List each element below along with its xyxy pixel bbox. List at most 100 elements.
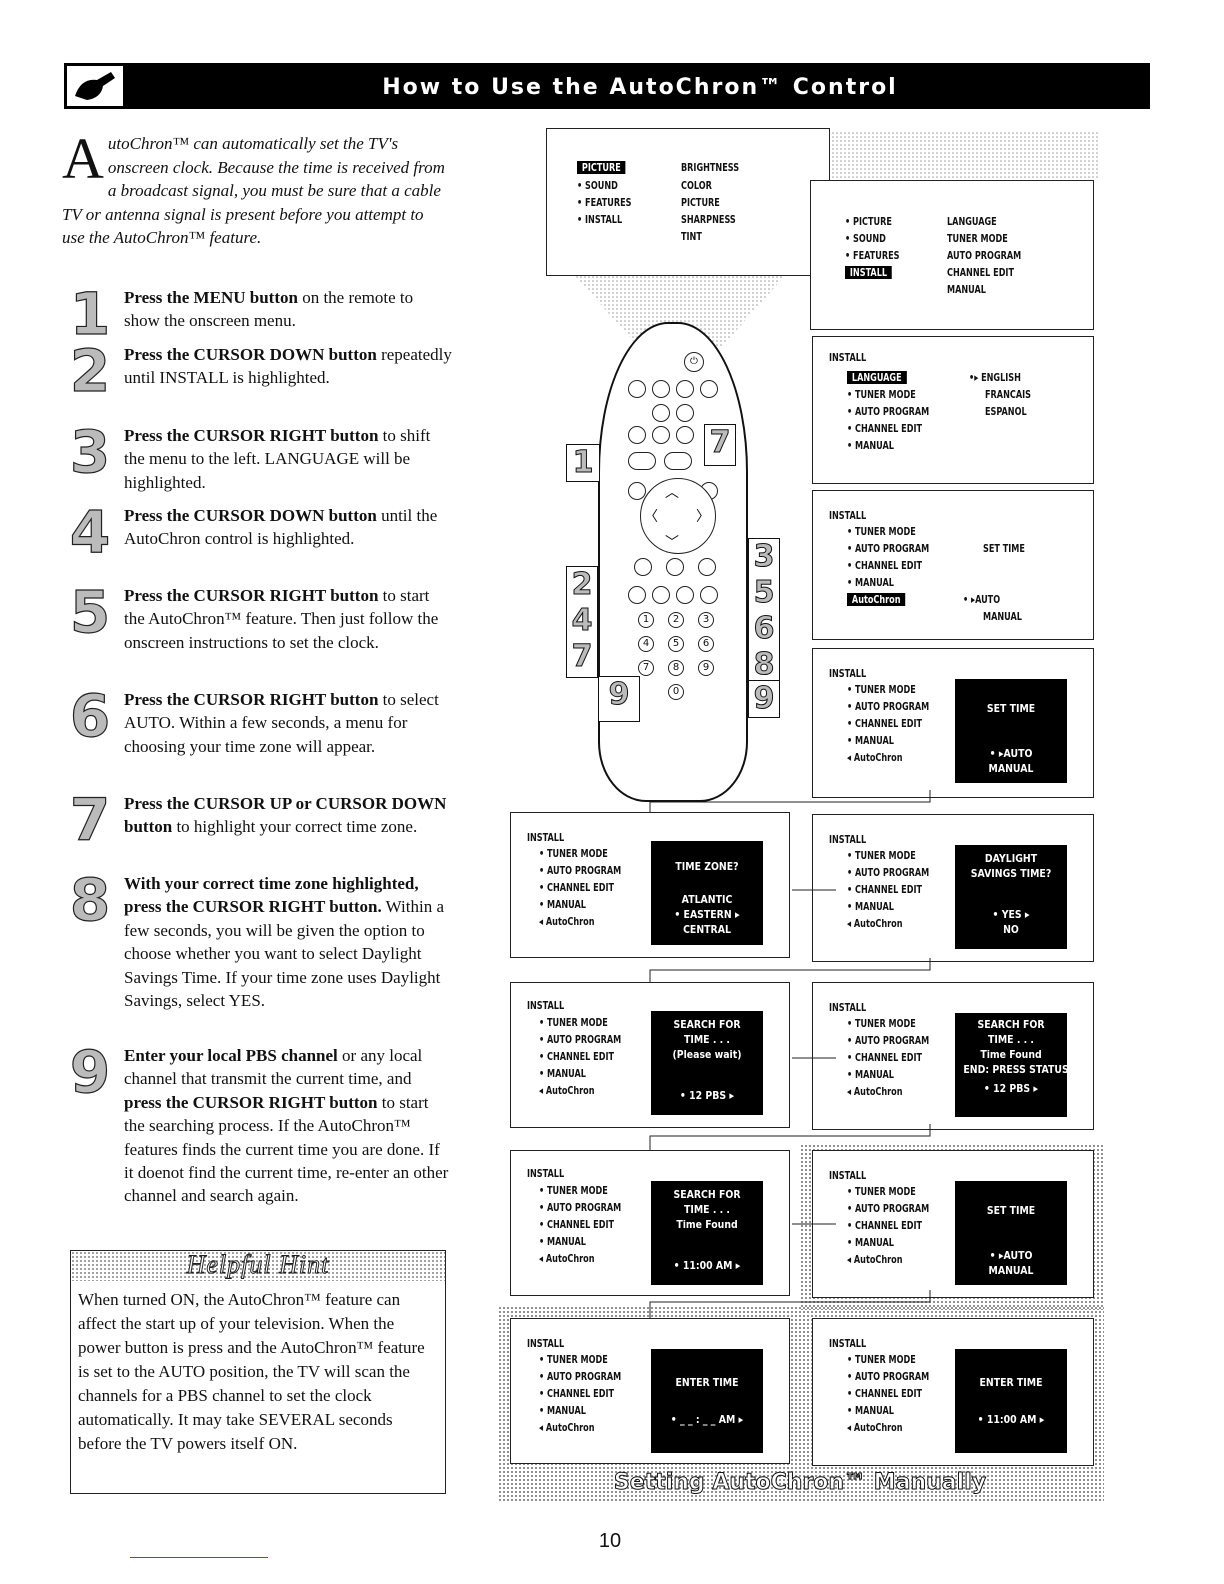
menu-item: MANUAL <box>855 1236 894 1249</box>
search-screen-2: INSTALL • TUNER MODE • AUTO PROGRAM • CH… <box>812 982 1094 1130</box>
panel-title: SET TIME <box>986 1204 1036 1217</box>
screen-title: INSTALL <box>527 1337 565 1350</box>
mute-button[interactable] <box>666 558 684 576</box>
menu-item: TUNER MODE <box>855 1353 916 1366</box>
callout-number: 1 <box>566 444 600 482</box>
remote-button[interactable] <box>676 426 694 444</box>
panel-line: TIME . . . <box>988 1033 1034 1046</box>
stop-button[interactable] <box>676 380 694 398</box>
menu-item: AutoChron <box>545 1084 595 1097</box>
step-text: on the remote to show the onscreen menu. <box>124 288 414 331</box>
time-zone-option: CENTRAL <box>683 923 731 936</box>
remote-button[interactable] <box>676 586 694 604</box>
pause-button[interactable] <box>676 404 694 422</box>
step-3: 3 Press the CURSOR RIGHT button to shift… <box>62 417 452 494</box>
menu-item: AUTO PROGRAM <box>547 1033 622 1046</box>
digit-1-button[interactable]: 1 <box>638 612 654 628</box>
power-button[interactable]: ⏻ <box>684 352 704 372</box>
rewind-button[interactable] <box>652 380 670 398</box>
menu-item: CHANNEL EDIT <box>855 422 923 435</box>
step-number: 7 <box>69 785 111 854</box>
remote-button[interactable] <box>700 586 718 604</box>
step-4: 4 Press the CURSOR DOWN button until the… <box>62 497 452 566</box>
remote-button[interactable] <box>698 558 716 576</box>
digit-3-button[interactable]: 3 <box>698 612 714 628</box>
digit-0-button[interactable]: 0 <box>668 684 684 700</box>
panel-line: SEARCH FOR <box>673 1018 741 1031</box>
digit-9-button[interactable]: 9 <box>698 660 714 676</box>
step-bold: Press the CURSOR DOWN button <box>124 345 377 364</box>
menu-item: AutoChron <box>545 1252 595 1265</box>
callout-stack: 2 4 7 <box>566 566 598 678</box>
menu-item: TUNER MODE <box>547 1016 608 1029</box>
channel-value: 12 PBS <box>689 1089 727 1102</box>
panel-title: ENTER TIME <box>979 1376 1043 1389</box>
panel-title: DAYLIGHT <box>984 852 1038 865</box>
submenu-item: CHANNEL EDIT <box>947 266 1014 279</box>
menu-item: AUTO PROGRAM <box>547 1370 622 1383</box>
screen-title: INSTALL <box>829 509 867 522</box>
manual-option: MANUAL <box>988 762 1034 775</box>
enter-time-screen-2: INSTALL • TUNER MODE • AUTO PROGRAM • CH… <box>812 1318 1094 1466</box>
digit-7-button[interactable]: 7 <box>638 660 654 676</box>
step-text: to shift the menu to the left. LANGUAGE … <box>124 426 431 492</box>
menu-item: TUNER MODE <box>855 1017 916 1030</box>
menu-item: MANUAL <box>547 898 586 911</box>
remote-button[interactable] <box>628 452 656 470</box>
play-button[interactable] <box>700 380 718 398</box>
menu-item: MANUAL <box>855 1068 894 1081</box>
callout-number: 7 <box>571 639 593 675</box>
screen-title: INSTALL <box>829 351 867 364</box>
remote-button[interactable] <box>628 380 646 398</box>
menu-item: CHANNEL EDIT <box>855 717 923 730</box>
callout-number: 8 <box>753 647 775 683</box>
drop-cap: A <box>62 126 104 191</box>
hint-text: When turned ON, the AutoChron™ feature c… <box>78 1290 425 1453</box>
remote-button[interactable] <box>664 452 692 470</box>
auto-option: AUTO <box>975 593 1001 606</box>
time-zone-option: ATLANTIC <box>681 893 733 906</box>
menu-item: FEATURES <box>853 249 900 262</box>
submenu-item: TUNER MODE <box>947 232 1008 245</box>
ff-button[interactable] <box>652 404 670 422</box>
digit-6-button[interactable]: 6 <box>698 636 714 652</box>
remote-button[interactable] <box>628 426 646 444</box>
page-title: How to Use the AutoChron™ Control <box>382 75 898 100</box>
callout-number: 6 <box>753 611 775 647</box>
step-text: Within a few seconds, you will be given … <box>124 897 445 1011</box>
remote-button[interactable] <box>652 586 670 604</box>
step-8: 8 With your correct time zone highlighte… <box>62 865 452 1012</box>
menu-item: CHANNEL EDIT <box>855 1387 923 1400</box>
search-panel: SEARCH FOR TIME . . . (Please wait) • 12… <box>651 1011 763 1115</box>
menu-item: CHANNEL EDIT <box>855 559 923 572</box>
step-7: 7 Press the CURSOR UP or CURSOR DOWN but… <box>62 785 452 854</box>
cursor-pad[interactable] <box>640 478 716 554</box>
no-option: NO <box>1003 923 1019 936</box>
search-screen-3: INSTALL • TUNER MODE • AUTO PROGRAM • CH… <box>510 1150 790 1296</box>
digit-2-button[interactable]: 2 <box>668 612 684 628</box>
cursor-right-icon[interactable]: 〉 <box>696 509 710 525</box>
cursor-left-icon[interactable]: 〈 <box>644 509 658 525</box>
callout-number: 9 <box>748 680 780 718</box>
remote-button[interactable] <box>628 586 646 604</box>
menu-item: CHANNEL EDIT <box>547 1050 615 1063</box>
cursor-up-icon[interactable]: ︿ <box>665 485 679 501</box>
digit-8-button[interactable]: 8 <box>668 660 684 676</box>
menu-item: AUTO PROGRAM <box>855 1370 930 1383</box>
menu-button[interactable] <box>628 482 646 500</box>
step-6: 6 Press the CURSOR RIGHT button to selec… <box>62 681 452 758</box>
remote-button[interactable] <box>652 426 670 444</box>
main-menu-screen: PICTURE • SOUND • FEATURES • INSTALL BRI… <box>546 128 830 276</box>
search-panel: SEARCH FOR TIME . . . Time Found END: PR… <box>955 1013 1069 1117</box>
panel-line: SEARCH FOR <box>977 1018 1045 1031</box>
screen-title: INSTALL <box>829 667 867 680</box>
step-number: 6 <box>69 681 111 750</box>
set-time-panel: SET TIME • ▸AUTO MANUAL <box>955 1181 1067 1285</box>
time-zone-panel: TIME ZONE? ATLANTIC • EASTERN ▸ CENTRAL <box>651 841 763 945</box>
screen-title: INSTALL <box>829 1001 867 1014</box>
digit-5-button[interactable]: 5 <box>668 636 684 652</box>
remote-button[interactable] <box>634 558 652 576</box>
cursor-down-icon[interactable]: ﹀ <box>665 535 679 551</box>
digit-4-button[interactable]: 4 <box>638 636 654 652</box>
